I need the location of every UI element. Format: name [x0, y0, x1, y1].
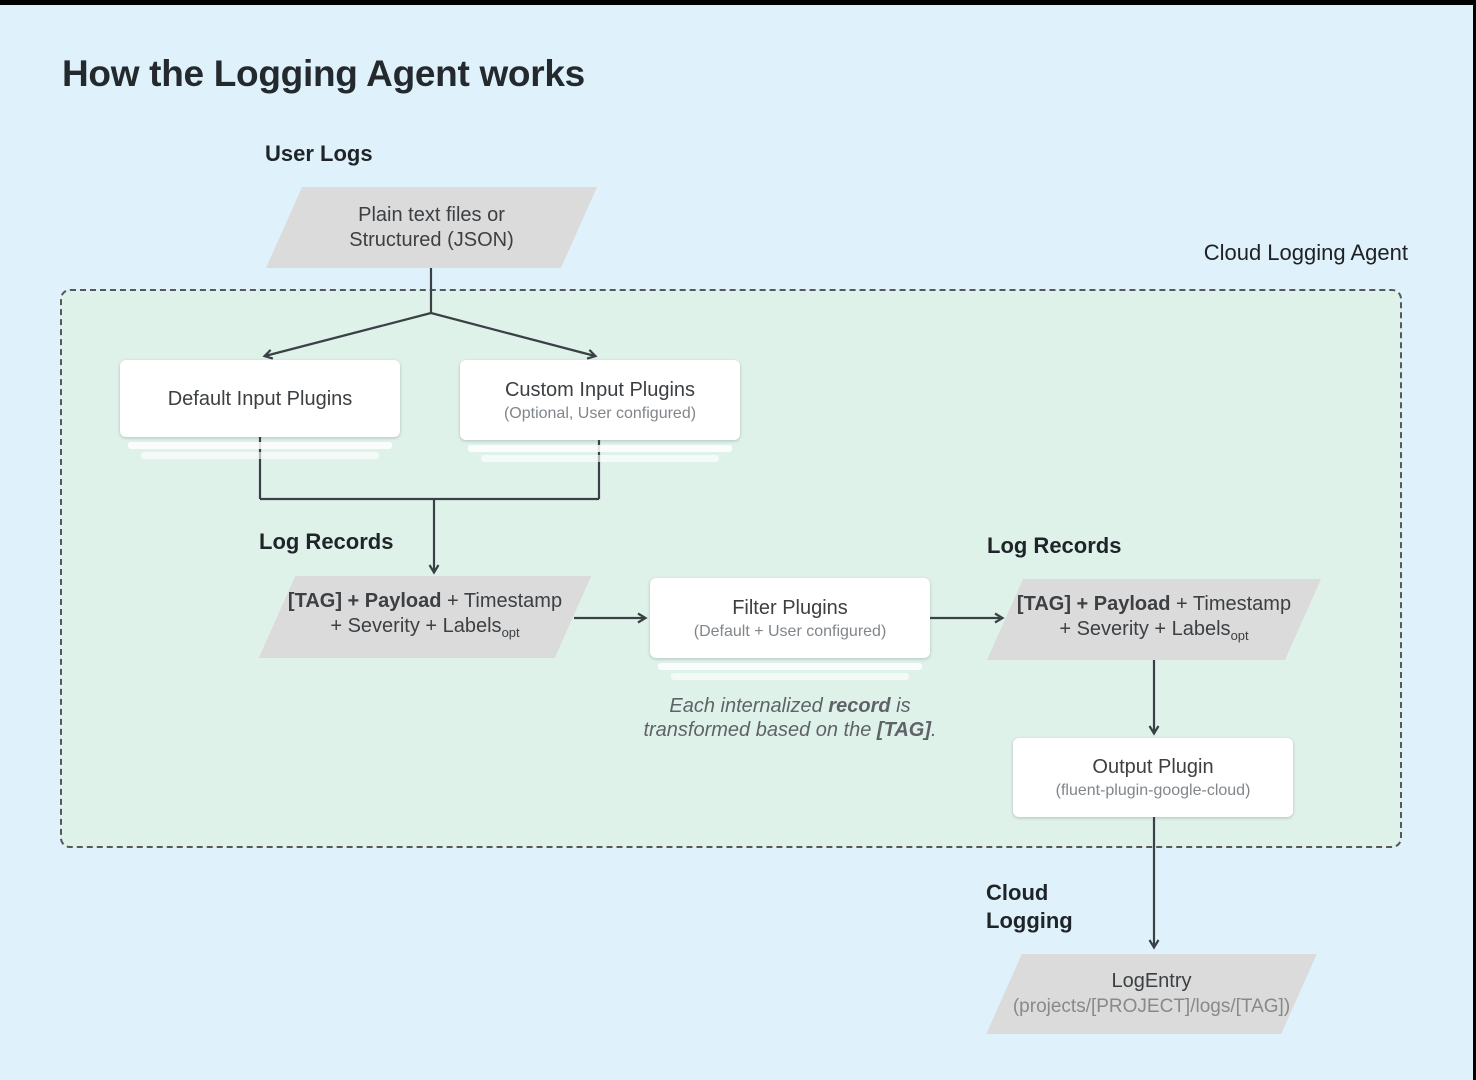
log-record-right-parallelogram: [TAG] + Payload + Timestamp + Severity +… [986, 579, 1322, 660]
log-entry-parallelogram: LogEntry (projects/[PROJECT]/logs/[TAG]) [985, 954, 1318, 1034]
cloud-logging-line2: Logging [986, 908, 1073, 933]
log-record-opt-subscript: opt [1230, 627, 1249, 643]
output-plugin-title: Output Plugin [1092, 756, 1214, 778]
output-plugin-subtitle: (fluent-plugin-google-cloud) [1055, 782, 1251, 799]
log-record-bold: [TAG] + Payload [287, 590, 442, 612]
filter-note: Each internalized record is transformed … [630, 694, 950, 742]
user-input-parallelogram: Plain text files or Structured (JSON) [265, 187, 598, 268]
log-records-left-label: Log Records [259, 529, 394, 554]
filter-plugins-box: Filter Plugins (Default + User configure… [650, 578, 930, 658]
custom-input-plugins-subtitle: (Optional, User configured) [503, 404, 697, 422]
log-record-rest: + Timestamp [441, 590, 563, 612]
note-text: Each internalized [669, 695, 829, 717]
paper-stack-bar [141, 452, 379, 459]
note-bold-tag: [TAG] [876, 719, 931, 741]
custom-input-plugins-title: Custom Input Plugins [504, 378, 696, 401]
user-input-line2: Structured (JSON) [349, 228, 514, 251]
paper-stack-bar [468, 445, 732, 452]
default-input-plugins-box: Default Input Plugins [120, 360, 400, 437]
arrow-split-left [262, 311, 432, 360]
paper-stack-bar [671, 673, 909, 680]
note-bold-record: record [828, 695, 891, 717]
log-record-bold: [TAG] + Payload [1016, 592, 1171, 615]
log-records-right-label: Log Records [987, 533, 1122, 558]
user-input-line1: Plain text files or [358, 203, 505, 226]
custom-input-plugins-box: Custom Input Plugins (Optional, User con… [460, 360, 740, 440]
log-record-left-parallelogram: [TAG] + Payload + Timestamp + Severity +… [258, 576, 592, 658]
log-record-opt-subscript: opt [501, 625, 520, 640]
log-entry-subtitle: (projects/[PROJECT]/logs/[TAG]) [1012, 996, 1291, 1017]
cloud-logging-agent-label: Cloud Logging Agent [1203, 240, 1408, 265]
log-record-line2: + Severity + Labels [330, 615, 502, 637]
note-text: . [930, 719, 937, 741]
filter-plugins-title: Filter Plugins [732, 596, 848, 619]
cloud-logging-label: Cloud Logging [986, 879, 1073, 935]
user-logs-label: User Logs [265, 141, 373, 166]
right-black-edge [1473, 0, 1476, 1080]
filter-plugins-subtitle: (Default + User configured) [693, 622, 887, 640]
paper-stack-bar [481, 455, 719, 462]
paper-stack-bar [658, 663, 922, 670]
log-record-line2: + Severity + Labels [1059, 617, 1231, 640]
top-black-edge [0, 0, 1476, 5]
paper-stack-bar [128, 442, 392, 449]
log-entry-title: LogEntry [1111, 970, 1192, 992]
note-text: is [890, 695, 911, 717]
arrow-split-right [430, 311, 598, 360]
log-record-rest: + Timestamp [1170, 592, 1292, 615]
page-title: How the Logging Agent works [62, 53, 585, 94]
default-input-plugins-title: Default Input Plugins [167, 387, 353, 410]
note-text: transformed based on the [643, 719, 877, 741]
output-plugin-box: Output Plugin (fluent-plugin-google-clou… [1013, 738, 1293, 817]
cloud-logging-line1: Cloud [986, 880, 1049, 905]
